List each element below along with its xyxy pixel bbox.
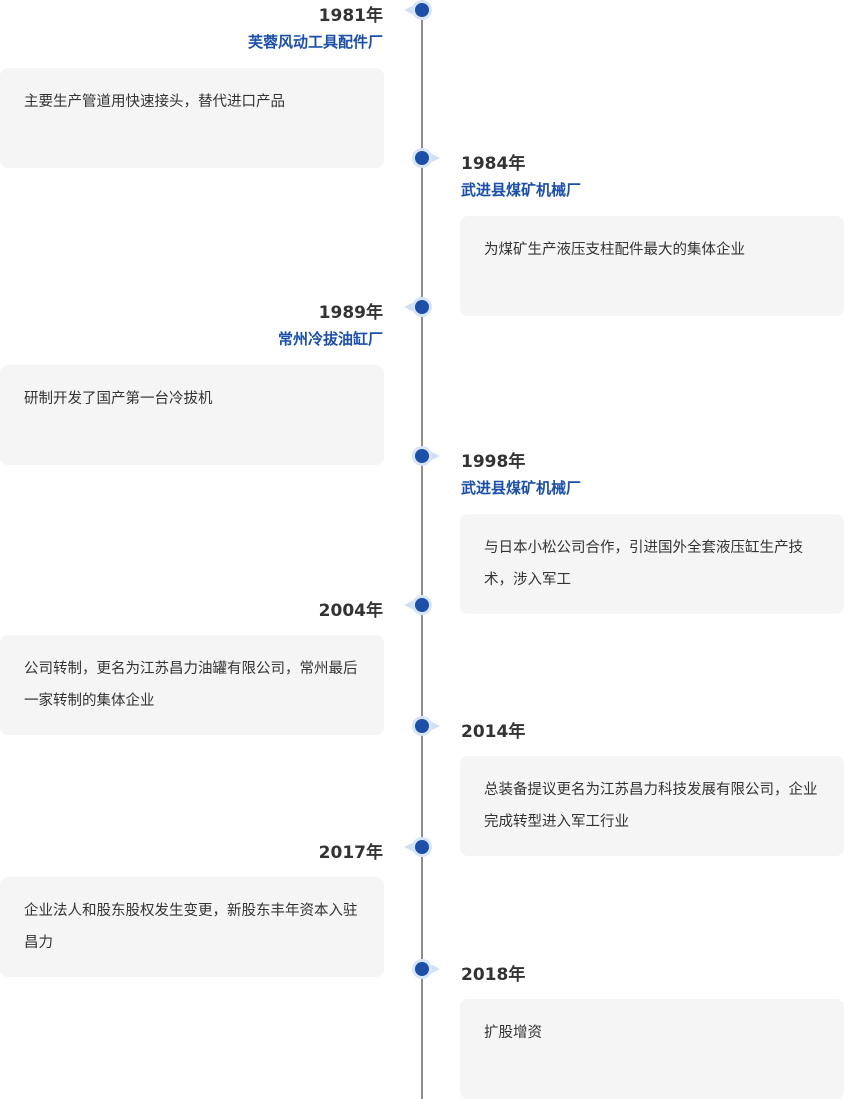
timeline-node-1989 <box>404 297 440 317</box>
event-card-1989: 研制开发了国产第一台冷拔机 <box>0 365 384 465</box>
timeline-node-1984 <box>404 148 440 168</box>
event-card-2014: 总装备提议更名为江苏昌力科技发展有限公司，企业完成转型进入军工行业 <box>460 756 844 856</box>
event-desc-2017: 企业法人和股东股权发生变更，新股东丰年资本入驻昌力 <box>24 903 358 951</box>
timeline-axis <box>421 0 423 1099</box>
year-2014: 2014年 <box>461 722 526 742</box>
event-card-2017: 企业法人和股东股权发生变更，新股东丰年资本入驻昌力 <box>0 877 384 977</box>
timeline-node-2017 <box>404 837 440 857</box>
event-desc-2014: 总装备提议更名为江苏昌力科技发展有限公司，企业完成转型进入军工行业 <box>484 782 818 830</box>
year-1984: 1984年 <box>461 154 526 174</box>
timeline-node-1981 <box>404 0 440 20</box>
event-card-1998: 与日本小松公司合作，引进国外全套液压缸生产技术，涉入军工 <box>460 514 844 614</box>
event-desc-1989: 研制开发了国产第一台冷拔机 <box>24 391 213 407</box>
timeline-node-2004 <box>404 595 440 615</box>
timeline-node-1998 <box>404 446 440 466</box>
event-desc-1998: 与日本小松公司合作，引进国外全套液压缸生产技术，涉入军工 <box>484 540 803 588</box>
year-1989: 1989年 <box>318 303 383 323</box>
company-1981: 芙蓉风动工具配件厂 <box>247 33 383 51</box>
event-card-2018: 扩股增资 <box>460 999 844 1099</box>
year-2017: 2017年 <box>318 843 383 863</box>
year-1981: 1981年 <box>318 6 383 26</box>
event-desc-1984: 为煤矿生产液压支柱配件最大的集体企业 <box>484 242 745 258</box>
timeline-node-2018 <box>404 959 440 979</box>
event-card-2004: 公司转制，更名为江苏昌力油罐有限公司，常州最后一家转制的集体企业 <box>0 635 384 735</box>
event-card-1984: 为煤矿生产液压支柱配件最大的集体企业 <box>460 216 844 316</box>
event-desc-2004: 公司转制，更名为江苏昌力油罐有限公司，常州最后一家转制的集体企业 <box>24 661 358 709</box>
year-2004: 2004年 <box>318 601 383 621</box>
timeline-node-2014 <box>404 716 440 736</box>
company-1989: 常州冷拔油缸厂 <box>277 330 383 348</box>
event-card-1981: 主要生产管道用快速接头，替代进口产品 <box>0 68 384 168</box>
company-1984: 武进县煤矿机械厂 <box>461 181 582 199</box>
event-desc-1981: 主要生产管道用快速接头，替代进口产品 <box>24 94 285 110</box>
event-desc-2018: 扩股增资 <box>484 1025 542 1041</box>
year-1998: 1998年 <box>461 452 526 472</box>
company-1998: 武进县煤矿机械厂 <box>461 479 582 497</box>
year-2018: 2018年 <box>461 965 526 985</box>
